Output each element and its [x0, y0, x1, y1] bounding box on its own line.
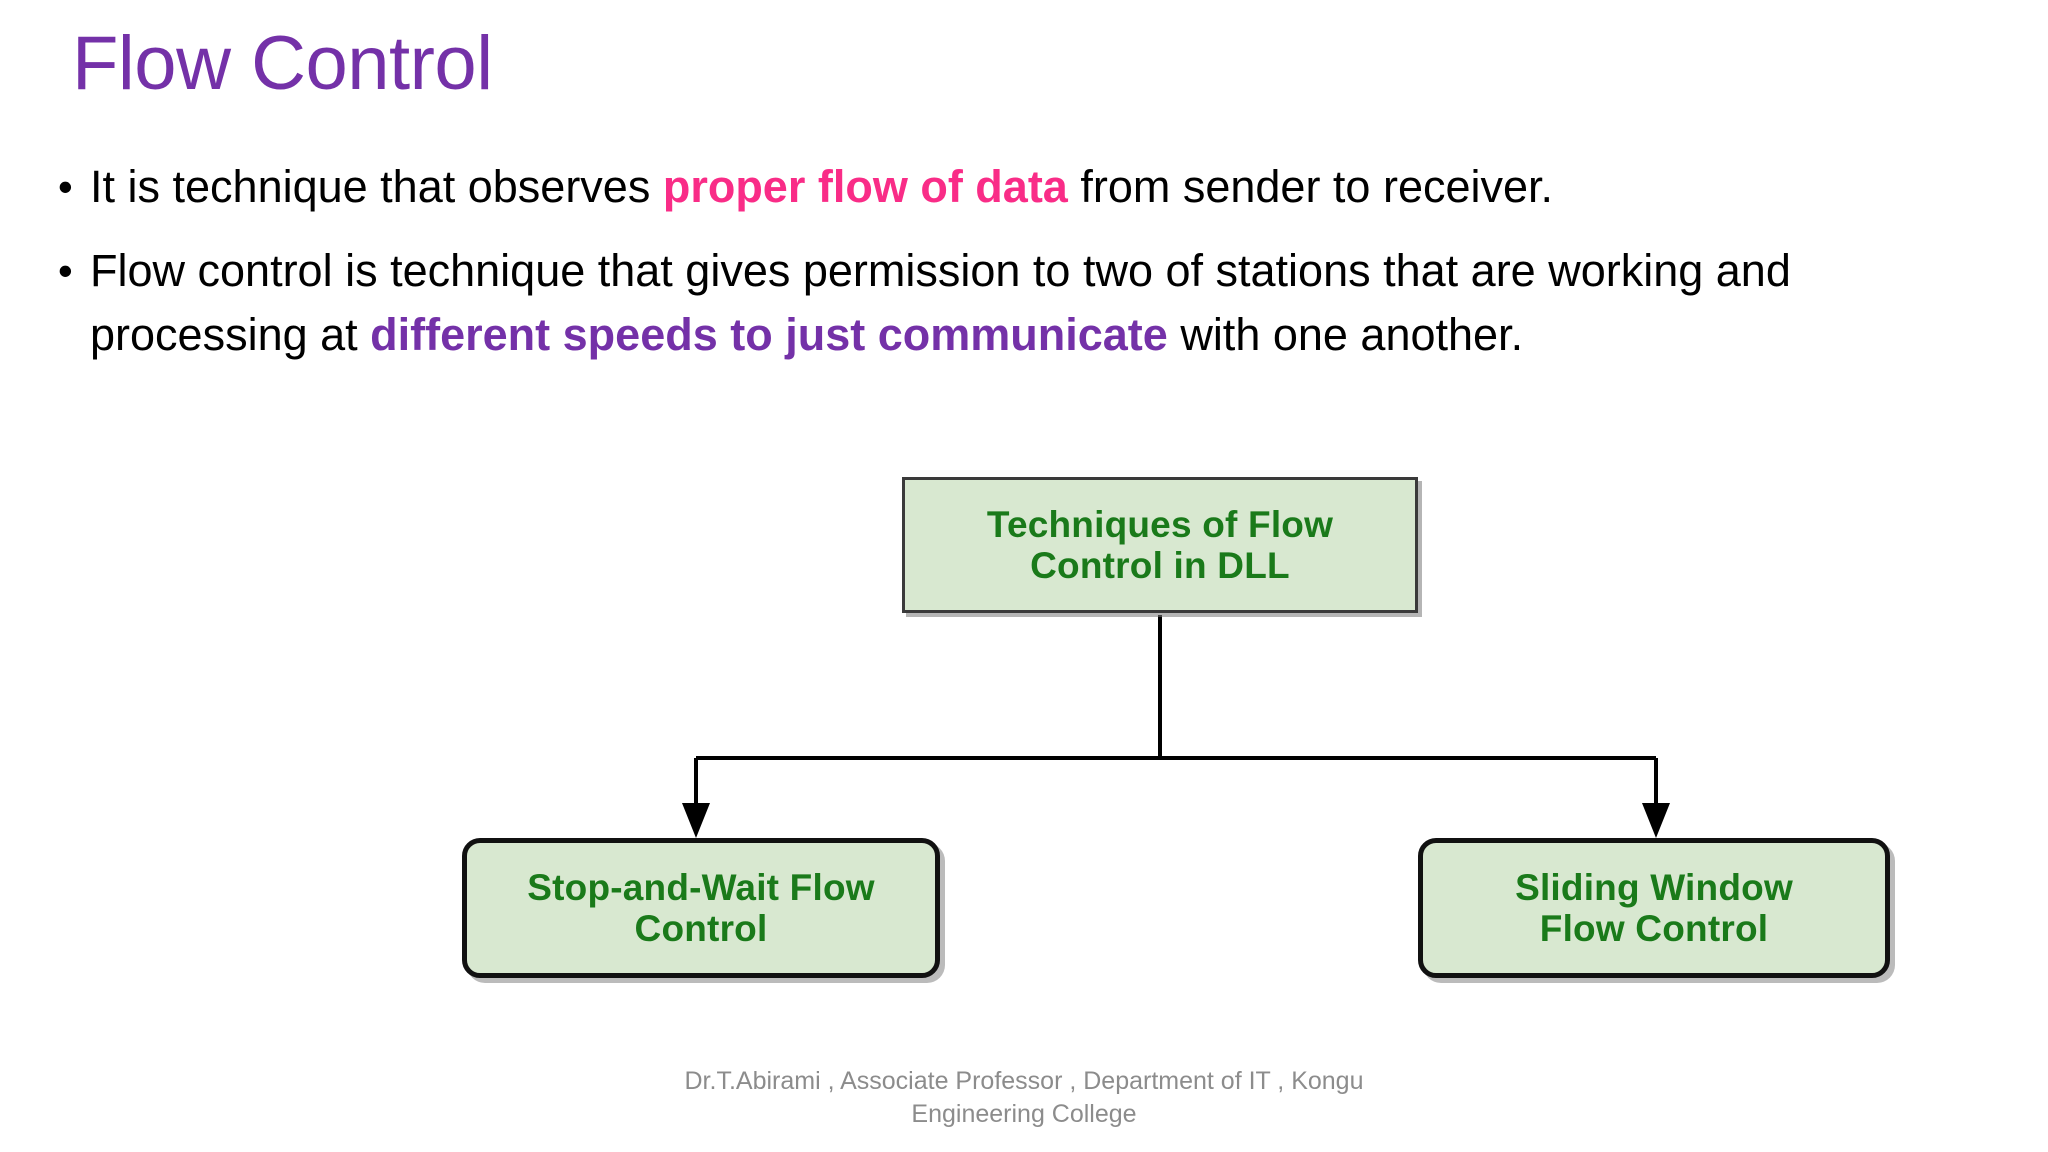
bullet-2-segment-1: Flow control is technique that gives per…	[90, 245, 1791, 360]
bullet-1-highlight-pink: proper flow of data	[662, 161, 1068, 212]
bullet-1-text: It is technique that observes proper flo…	[90, 155, 1930, 219]
node-left-line1: Stop-and-Wait Flow	[527, 866, 875, 908]
list-item: • Flow control is technique that gives p…	[52, 239, 1972, 367]
footer-line-1: Dr.T.Abirami , Associate Professor , Dep…	[684, 1067, 1364, 1095]
bullet-marker-icon: •	[58, 247, 73, 294]
bullet-marker-icon: •	[58, 163, 73, 210]
arrowhead-left-icon	[682, 803, 710, 838]
diagram-connectors	[682, 615, 1670, 838]
node-root-line2: Control in DLL	[1030, 545, 1290, 586]
page-title: Flow Control	[72, 21, 493, 106]
bullet-list: • It is technique that observes proper f…	[52, 155, 1972, 387]
node-root-line1: Techniques of Flow	[986, 503, 1334, 545]
bullet-1-segment-1: It is technique that observes	[90, 161, 663, 212]
slide-footer: Dr.T.Abirami , Associate Professor , Dep…	[0, 1065, 2048, 1131]
bullet-2-text: Flow control is technique that gives per…	[90, 239, 1930, 367]
node-left-line2: Control	[634, 908, 768, 949]
arrowhead-right-icon	[1642, 803, 1670, 838]
list-item: • It is technique that observes proper f…	[52, 155, 1972, 219]
node-right-line1: Sliding Window	[1515, 866, 1793, 908]
bullet-2-highlight-purple: different speeds to just communicate	[370, 309, 1168, 360]
bullet-2-segment-3: with one another.	[1167, 309, 1524, 360]
node-right-line2: Flow Control	[1539, 908, 1769, 949]
footer-line-2: Engineering College	[911, 1100, 1137, 1128]
bullet-1-segment-3: from sender to receiver.	[1067, 161, 1554, 212]
